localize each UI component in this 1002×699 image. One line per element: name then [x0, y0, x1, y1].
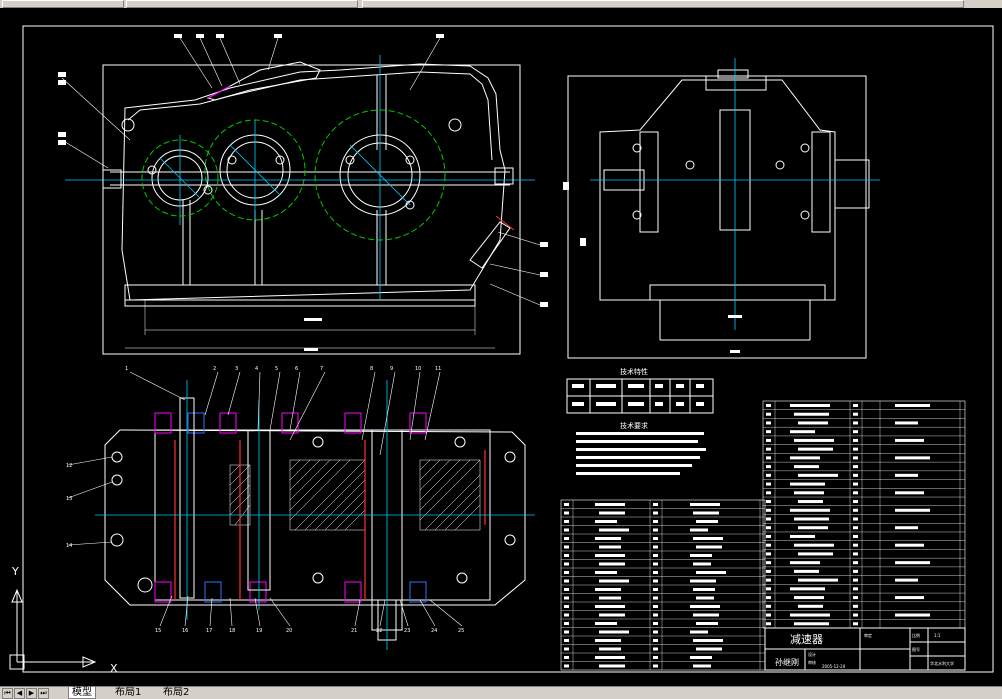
part-number: 23: [404, 628, 410, 634]
drawing-name: 减速器: [790, 633, 823, 646]
part-number: 12: [66, 463, 72, 469]
title-block: 减速器 孙继刚 设计 审核 2005-12-20 审定 比例 1:1 图号 华北…: [764, 627, 966, 671]
part-number: 20: [286, 628, 292, 634]
part-number: 10: [415, 366, 421, 372]
part-number: 13: [66, 496, 72, 502]
ucs-y-label: Y: [11, 565, 19, 578]
tech-requirements: 技术要求: [576, 421, 706, 475]
part-number: 8: [370, 366, 373, 372]
toolbar-strip: [0, 0, 1002, 8]
part-number: 11: [435, 366, 441, 372]
design-label: 设计: [808, 651, 816, 657]
scale-label: 比例: [912, 632, 920, 638]
prev-tab-icon[interactable]: ◀: [14, 688, 25, 699]
toolbar-section[interactable]: [126, 0, 358, 8]
toolbar-section[interactable]: [362, 0, 964, 8]
part-number: 18: [229, 628, 235, 634]
tab-model[interactable]: 模型: [68, 687, 96, 699]
part-number: 9: [390, 366, 393, 372]
part-number: 24: [431, 628, 437, 634]
part-number: 5: [275, 366, 278, 372]
part-number: 6: [295, 366, 298, 372]
part-number: 7: [320, 366, 323, 372]
last-tab-icon[interactable]: ⏭: [38, 688, 49, 699]
ucs-icon: Y X: [9, 565, 118, 675]
part-number: 3: [235, 366, 238, 372]
plan-view: 1 2 3 4 5 6 7 8 9 10 11 12 13 14 15 16 1…: [66, 366, 535, 650]
drafter-name: 孙继刚: [775, 657, 799, 667]
tech-spec-table: 技术特性: [566, 367, 714, 414]
next-tab-icon[interactable]: ▶: [26, 688, 37, 699]
part-number: 17: [206, 628, 212, 634]
tab-layout2[interactable]: 布局2: [163, 687, 190, 698]
part-number: 16: [182, 628, 188, 634]
tech-spec-title: 技术特性: [620, 367, 648, 376]
part-number: 2: [213, 366, 216, 372]
sheet-border: [22, 25, 994, 673]
drawing-canvas[interactable]: 1 2 3 4 5 6 7 8 9 10 11 12 13 14 15 16 1…: [0, 8, 1002, 686]
parts-list: [560, 400, 966, 671]
date-text: 2005-12-20: [822, 664, 846, 669]
side-view: [563, 58, 880, 359]
part-number: 1: [125, 366, 128, 372]
front-view: [58, 34, 548, 355]
toolbar-section[interactable]: [2, 0, 124, 8]
part-number: 15: [155, 628, 161, 634]
ucs-x-label: X: [110, 662, 118, 675]
scale-value: 1:1: [934, 633, 941, 638]
part-number: 4: [255, 366, 258, 372]
sheet-label: 图号: [912, 646, 920, 652]
part-number: 22: [376, 628, 382, 634]
part-number: 19: [256, 628, 262, 634]
layout-tab-bar: ⏮ ◀ ▶ ⏭ 模型 布局1 布局2: [0, 686, 1002, 699]
tab-layout1[interactable]: 布局1: [115, 687, 142, 698]
tech-req-title: 技术要求: [620, 421, 648, 430]
check-label: 审核: [808, 659, 816, 665]
first-tab-icon[interactable]: ⏮: [2, 688, 13, 699]
audit-label: 审定: [864, 632, 872, 638]
part-number: 25: [458, 628, 464, 634]
school-name: 华北水利大学: [930, 660, 954, 666]
part-number: 21: [351, 628, 357, 634]
part-number: 14: [66, 543, 72, 549]
cad-drawing: 1 2 3 4 5 6 7 8 9 10 11 12 13 14 15 16 1…: [9, 25, 994, 675]
